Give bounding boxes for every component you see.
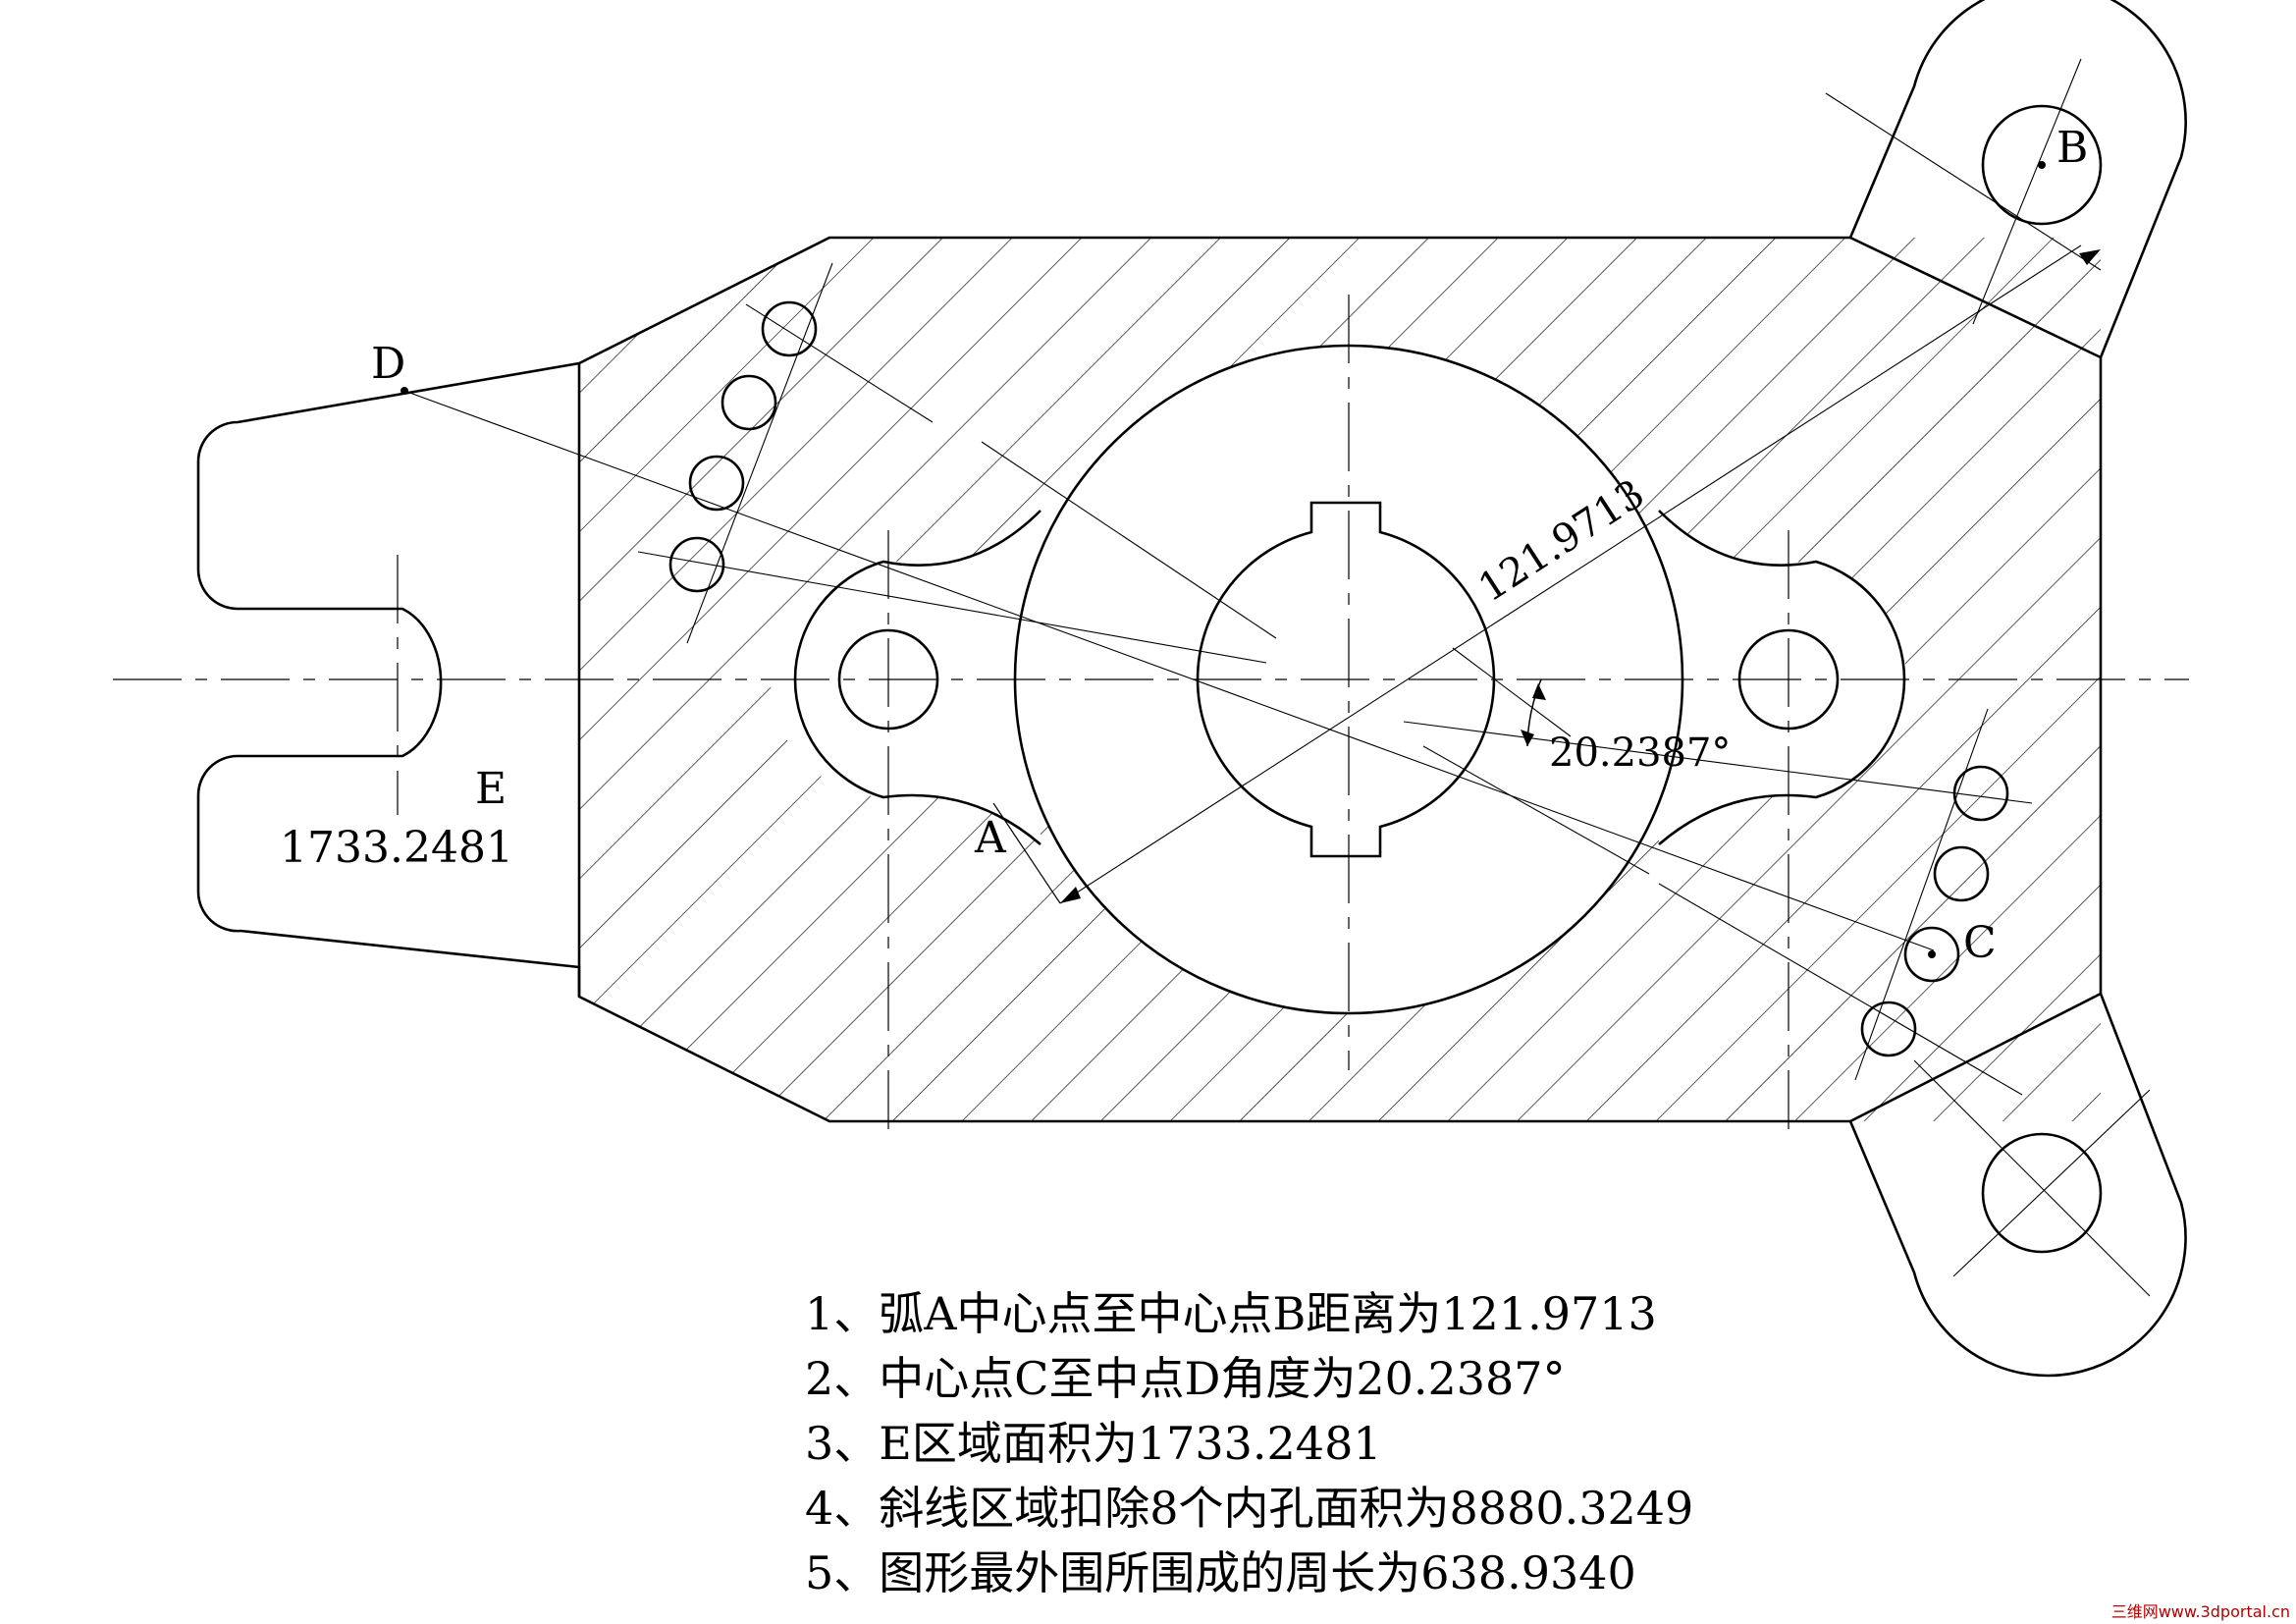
small-hole-right-2	[1933, 845, 1990, 902]
note-2: 2、中心点C至中点D角度为20.2387°	[805, 1352, 1566, 1405]
distance-ab-value: 121.9713	[1470, 471, 1652, 612]
note-3: 3、E区域面积为1733.2481	[805, 1417, 1382, 1470]
top-ear-hole	[1981, 104, 2103, 226]
keyed-bore	[1196, 501, 1496, 858]
bottom-flange-line	[1849, 992, 2102, 1123]
point-d-marker	[400, 387, 408, 395]
lobe-fill	[883, 511, 1816, 844]
note-1: 1、弧A中心点至中心点B距离为121.9713	[805, 1287, 1657, 1340]
notes-list: 1、弧A中心点至中心点B距离为121.9713 2、中心点C至中点D角度为20.…	[805, 1281, 1693, 1605]
construction-lines	[403, 58, 2151, 1297]
arc-a-leader	[992, 802, 1061, 904]
label-d: D	[371, 339, 405, 389]
dim-arrow-b	[2079, 249, 2101, 265]
top-flange-line	[1849, 236, 2102, 359]
label-e: E	[475, 764, 507, 814]
note-4: 4、斜线区域扣除8个内孔面积为8880.3249	[805, 1482, 1694, 1535]
dim-arrow-a	[1060, 887, 1081, 903]
outer-profile	[196, 0, 2187, 1378]
point-c-marker	[1928, 950, 1936, 958]
label-c: C	[1963, 918, 1997, 968]
label-b: B	[2056, 123, 2088, 173]
watermark: 三维网www.3dportal.cn	[2110, 1602, 2290, 1621]
note-5: 5、图形最外围所围成的周长为638.9340	[805, 1546, 1636, 1599]
small-hole-left-1	[761, 300, 818, 357]
hatched-region	[579, 238, 2101, 1121]
angle-cd-value: 20.2387°	[1549, 731, 1731, 776]
angle-arrow-top	[1532, 683, 1546, 700]
label-a: A	[974, 813, 1007, 863]
bottom-ear-hole	[1981, 1132, 2103, 1254]
small-hole-right-4	[1860, 1001, 1917, 1057]
center-lines	[113, 295, 2189, 1129]
point-b-marker	[2038, 161, 2046, 169]
small-hole-left-2	[721, 374, 777, 431]
small-hole-left-3	[688, 455, 745, 512]
angle-arrow-bottom	[1521, 730, 1534, 746]
area-e-value: 1733.2481	[280, 823, 513, 873]
small-hole-left-4	[668, 536, 725, 593]
small-hole-right-3	[1903, 926, 1960, 983]
